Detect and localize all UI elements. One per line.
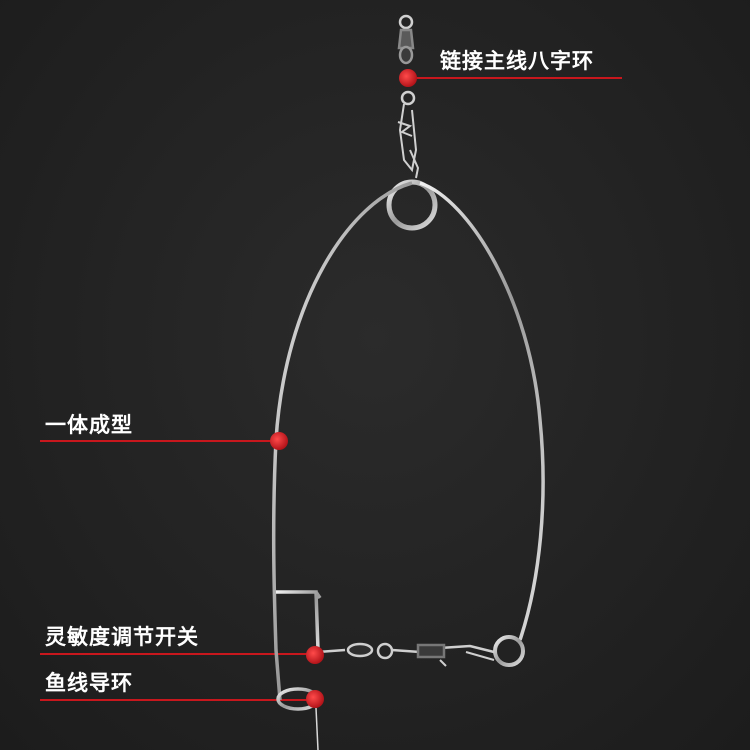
- marker-body-icon: [270, 432, 288, 450]
- swivel-icon: [397, 14, 420, 179]
- wire-frame-icon: [271, 181, 413, 701]
- fishing-line-icon: [315, 707, 319, 750]
- top-ring-icon: [386, 179, 438, 231]
- wire-frame-right-icon: [419, 181, 545, 641]
- marker-swivel-icon: [399, 69, 417, 87]
- bottom-loop-icon: [493, 635, 525, 667]
- marker-guide-icon: [306, 690, 324, 708]
- label-line-guide-ring: 鱼线导环: [45, 671, 133, 695]
- label-swivel: 链接主线八字环: [440, 49, 594, 73]
- sensitivity-switch-icon: [276, 590, 322, 651]
- callout-lines: [40, 77, 622, 701]
- marker-sensitivity-icon: [306, 646, 324, 664]
- bottom-snap-icon: [317, 642, 495, 667]
- label-sensitivity-switch: 灵敏度调节开关: [45, 625, 199, 649]
- label-one-piece-body: 一体成型: [45, 413, 133, 437]
